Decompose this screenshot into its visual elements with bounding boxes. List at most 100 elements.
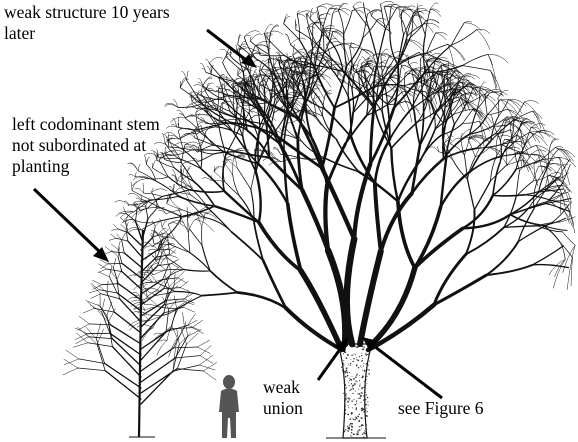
branch [360, 251, 381, 344]
young-branch [197, 340, 210, 347]
branch [191, 231, 202, 246]
trunk-stipple [356, 374, 358, 376]
twig [391, 5, 398, 6]
trunk-stipple [355, 404, 356, 405]
trunk-stipple [343, 363, 345, 365]
branch [417, 9, 425, 36]
branch [297, 14, 299, 40]
young-branch [175, 274, 176, 285]
arrow-see-figure [370, 343, 442, 398]
trunk-stipple [343, 376, 344, 377]
young-branch [175, 356, 200, 358]
twig [152, 189, 168, 192]
trunk-stipple [343, 431, 345, 433]
young-branch [113, 224, 118, 229]
twig [310, 8, 313, 18]
young-branch [166, 299, 184, 300]
trunk-stipple [355, 416, 356, 417]
young-branch [204, 371, 217, 380]
branch [463, 215, 510, 229]
branch [325, 185, 328, 250]
caption-line: see Figure 6 [398, 398, 484, 419]
young-branch [111, 250, 118, 257]
young-branch [98, 285, 107, 293]
trunk-stipple [349, 372, 350, 373]
branch [219, 126, 226, 155]
young-branch [180, 288, 189, 292]
trunk-stipple [344, 384, 346, 386]
trunk-stipple [342, 370, 343, 371]
twig [222, 103, 233, 108]
young-branch [157, 255, 170, 257]
trunk-stipple [354, 383, 356, 385]
young-branch [169, 279, 177, 287]
trunk-stipple [356, 407, 358, 409]
trunk-stipple [354, 346, 355, 347]
young-branch [148, 209, 157, 219]
trunk-stipple [358, 434, 359, 435]
branch [210, 271, 237, 293]
young-branch [75, 328, 87, 334]
trunk [338, 344, 372, 438]
branch [209, 209, 232, 232]
branch [415, 228, 463, 268]
twig [381, 1, 394, 4]
branch [139, 222, 157, 223]
trunk-stipple [346, 367, 348, 369]
branch [359, 71, 361, 90]
young-branch [98, 269, 107, 273]
twig [271, 31, 283, 35]
trunk-stipple [365, 354, 367, 356]
branch [251, 166, 256, 189]
twig [560, 193, 561, 213]
trunk-stipple [345, 405, 346, 406]
trunk-stipple [364, 430, 365, 431]
branch [346, 116, 367, 144]
twig [170, 117, 185, 122]
branch [352, 90, 353, 113]
young-branch [183, 307, 194, 312]
branch [184, 270, 210, 272]
trunk-stipple [352, 376, 353, 377]
trunk-stipple [355, 354, 356, 355]
young-branch [113, 258, 116, 268]
mature-tree-drawing [115, 1, 576, 438]
young-branch [170, 255, 178, 258]
trunk-stipple [343, 360, 344, 361]
branch [427, 33, 436, 53]
twig [165, 151, 176, 154]
branch [466, 227, 504, 254]
branch [463, 121, 480, 123]
branch [375, 139, 390, 183]
branch [202, 293, 238, 296]
young-branch [185, 322, 188, 337]
trunk-stipple [347, 375, 349, 377]
trunk-stipple [368, 354, 369, 355]
trunk-stipple [366, 424, 367, 425]
branch [180, 88, 201, 104]
trunk-stipple [346, 397, 347, 398]
young-branch [91, 294, 101, 299]
branch [193, 190, 209, 209]
trunk-stipple [349, 380, 350, 381]
trunk-stipple [361, 428, 362, 429]
trunk-stipple [346, 387, 347, 388]
twig [477, 30, 490, 50]
branch [174, 239, 190, 253]
twig [448, 44, 465, 61]
twig [133, 201, 141, 203]
trunk-stipple [351, 413, 352, 414]
trunk-stipple [343, 393, 344, 394]
branch [201, 169, 224, 192]
young-branch [109, 238, 116, 240]
trunk-stipple [351, 400, 353, 402]
trunk-stipple [356, 359, 357, 360]
trunk-stipple [363, 436, 364, 437]
twig [430, 147, 438, 152]
trunk-stipple [349, 424, 350, 425]
branch [205, 218, 232, 233]
trunk-stipple [356, 403, 357, 404]
trunk-stipple [366, 408, 367, 409]
trunk-stipple [355, 376, 357, 378]
caption-line: left codominant stem [12, 114, 160, 135]
